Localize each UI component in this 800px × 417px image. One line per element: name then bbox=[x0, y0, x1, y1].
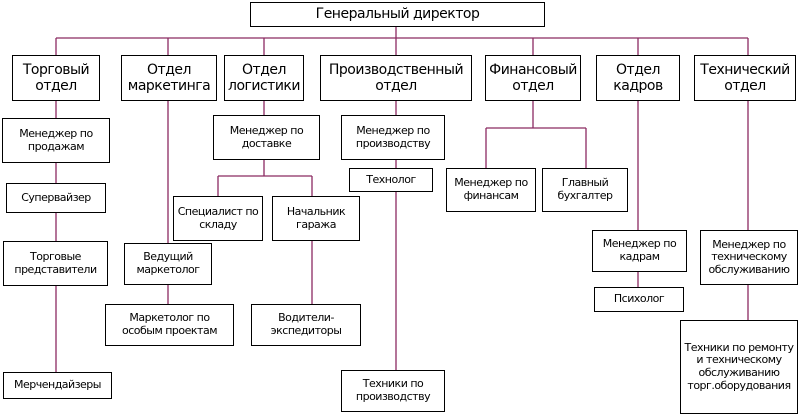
position-repair-technicians-label: Техники по ремонту и техническому обслуж… bbox=[684, 340, 794, 392]
position-warehouse-specialist: Специалист по складу bbox=[173, 196, 263, 241]
position-chief-accountant-label: Главный бухгалтер bbox=[557, 176, 613, 202]
position-supervisor: Супервайзер bbox=[6, 183, 106, 213]
position-technologist: Технолог bbox=[349, 168, 433, 192]
position-sales-manager-label: Менеджер по продажам bbox=[19, 126, 93, 153]
position-merchandisers-label: Мерчендайзеры bbox=[14, 378, 101, 392]
position-warehouse-specialist-label: Специалист по складу bbox=[177, 204, 259, 231]
position-forwarding-drivers-label: Водители-экспедиторы bbox=[270, 311, 342, 337]
position-production-manager-label: Менеджер по производству bbox=[355, 123, 431, 150]
position-psychologist: Психолог bbox=[594, 287, 684, 312]
dept-tech-label: Технический отдел bbox=[700, 61, 790, 94]
dept-trade-label: Торговый отдел bbox=[22, 61, 90, 94]
dept-marketing-label: Отдел маркетинга bbox=[127, 61, 211, 94]
position-production-technicians: Техники по производству bbox=[341, 370, 445, 412]
position-repair-technicians: Техники по ремонту и техническому обслуж… bbox=[680, 320, 798, 414]
position-garage-head-label: Начальник гаража bbox=[286, 204, 346, 231]
dept-finance: Финансовый отдел bbox=[485, 55, 581, 101]
dept-hr-label: Отдел кадров bbox=[613, 61, 663, 94]
dept-hr: Отдел кадров bbox=[596, 55, 680, 101]
position-lead-marketer: Ведущий маркетолог bbox=[124, 243, 212, 285]
dept-marketing: Отдел маркетинга bbox=[121, 55, 217, 101]
dept-logistics: Отдел логистики bbox=[224, 55, 304, 101]
position-service-manager-label: Менеджер по техническому обслуживанию bbox=[708, 237, 791, 276]
position-hr-manager-label: Менеджер по кадрам bbox=[602, 237, 677, 263]
dept-trade: Торговый отдел bbox=[12, 55, 100, 101]
position-lead-marketer-label: Ведущий маркетолог bbox=[136, 250, 200, 276]
position-forwarding-drivers: Водители-экспедиторы bbox=[251, 304, 361, 346]
position-supervisor-label: Супервайзер bbox=[21, 190, 91, 204]
position-service-manager: Менеджер по техническому обслуживанию bbox=[700, 230, 798, 285]
position-merchandisers: Мерчендайзеры bbox=[3, 372, 112, 399]
dept-finance-label: Финансовый отдел bbox=[489, 61, 577, 94]
position-hr-manager: Менеджер по кадрам bbox=[592, 230, 687, 272]
dept-production-label: Производственный отдел bbox=[328, 61, 464, 94]
position-special-marketer: Маркетолог по особым проектам bbox=[105, 304, 234, 346]
position-technologist-label: Технолог bbox=[366, 172, 416, 186]
position-sales-reps-label: Торговые представители bbox=[14, 249, 97, 276]
position-garage-head: Начальник гаража bbox=[272, 196, 360, 241]
position-sales-manager: Менеджер по продажам bbox=[2, 118, 110, 163]
dept-production: Производственный отдел bbox=[320, 55, 472, 101]
position-special-marketer-label: Маркетолог по особым проектам bbox=[121, 311, 218, 337]
position-psychologist-label: Психолог bbox=[613, 292, 665, 306]
position-sales-reps: Торговые представители bbox=[3, 241, 108, 286]
position-production-manager: Менеджер по производству bbox=[341, 115, 445, 160]
position-chief-accountant: Главный бухгалтер bbox=[542, 168, 628, 212]
position-production-technicians-label: Техники по производству bbox=[355, 377, 431, 403]
position-delivery-manager: Менеджер по доставке bbox=[213, 115, 320, 160]
position-finance-manager: Менеджер по финансам bbox=[446, 168, 536, 212]
position-finance-manager-label: Менеджер по финансам bbox=[454, 176, 528, 202]
position-delivery-manager-label: Менеджер по доставке bbox=[229, 123, 304, 150]
director-label: Генеральный директор bbox=[315, 6, 480, 23]
dept-tech: Технический отдел bbox=[694, 55, 796, 101]
dept-logistics-label: Отдел логистики bbox=[228, 61, 300, 94]
director-box: Генеральный директор bbox=[250, 2, 545, 27]
